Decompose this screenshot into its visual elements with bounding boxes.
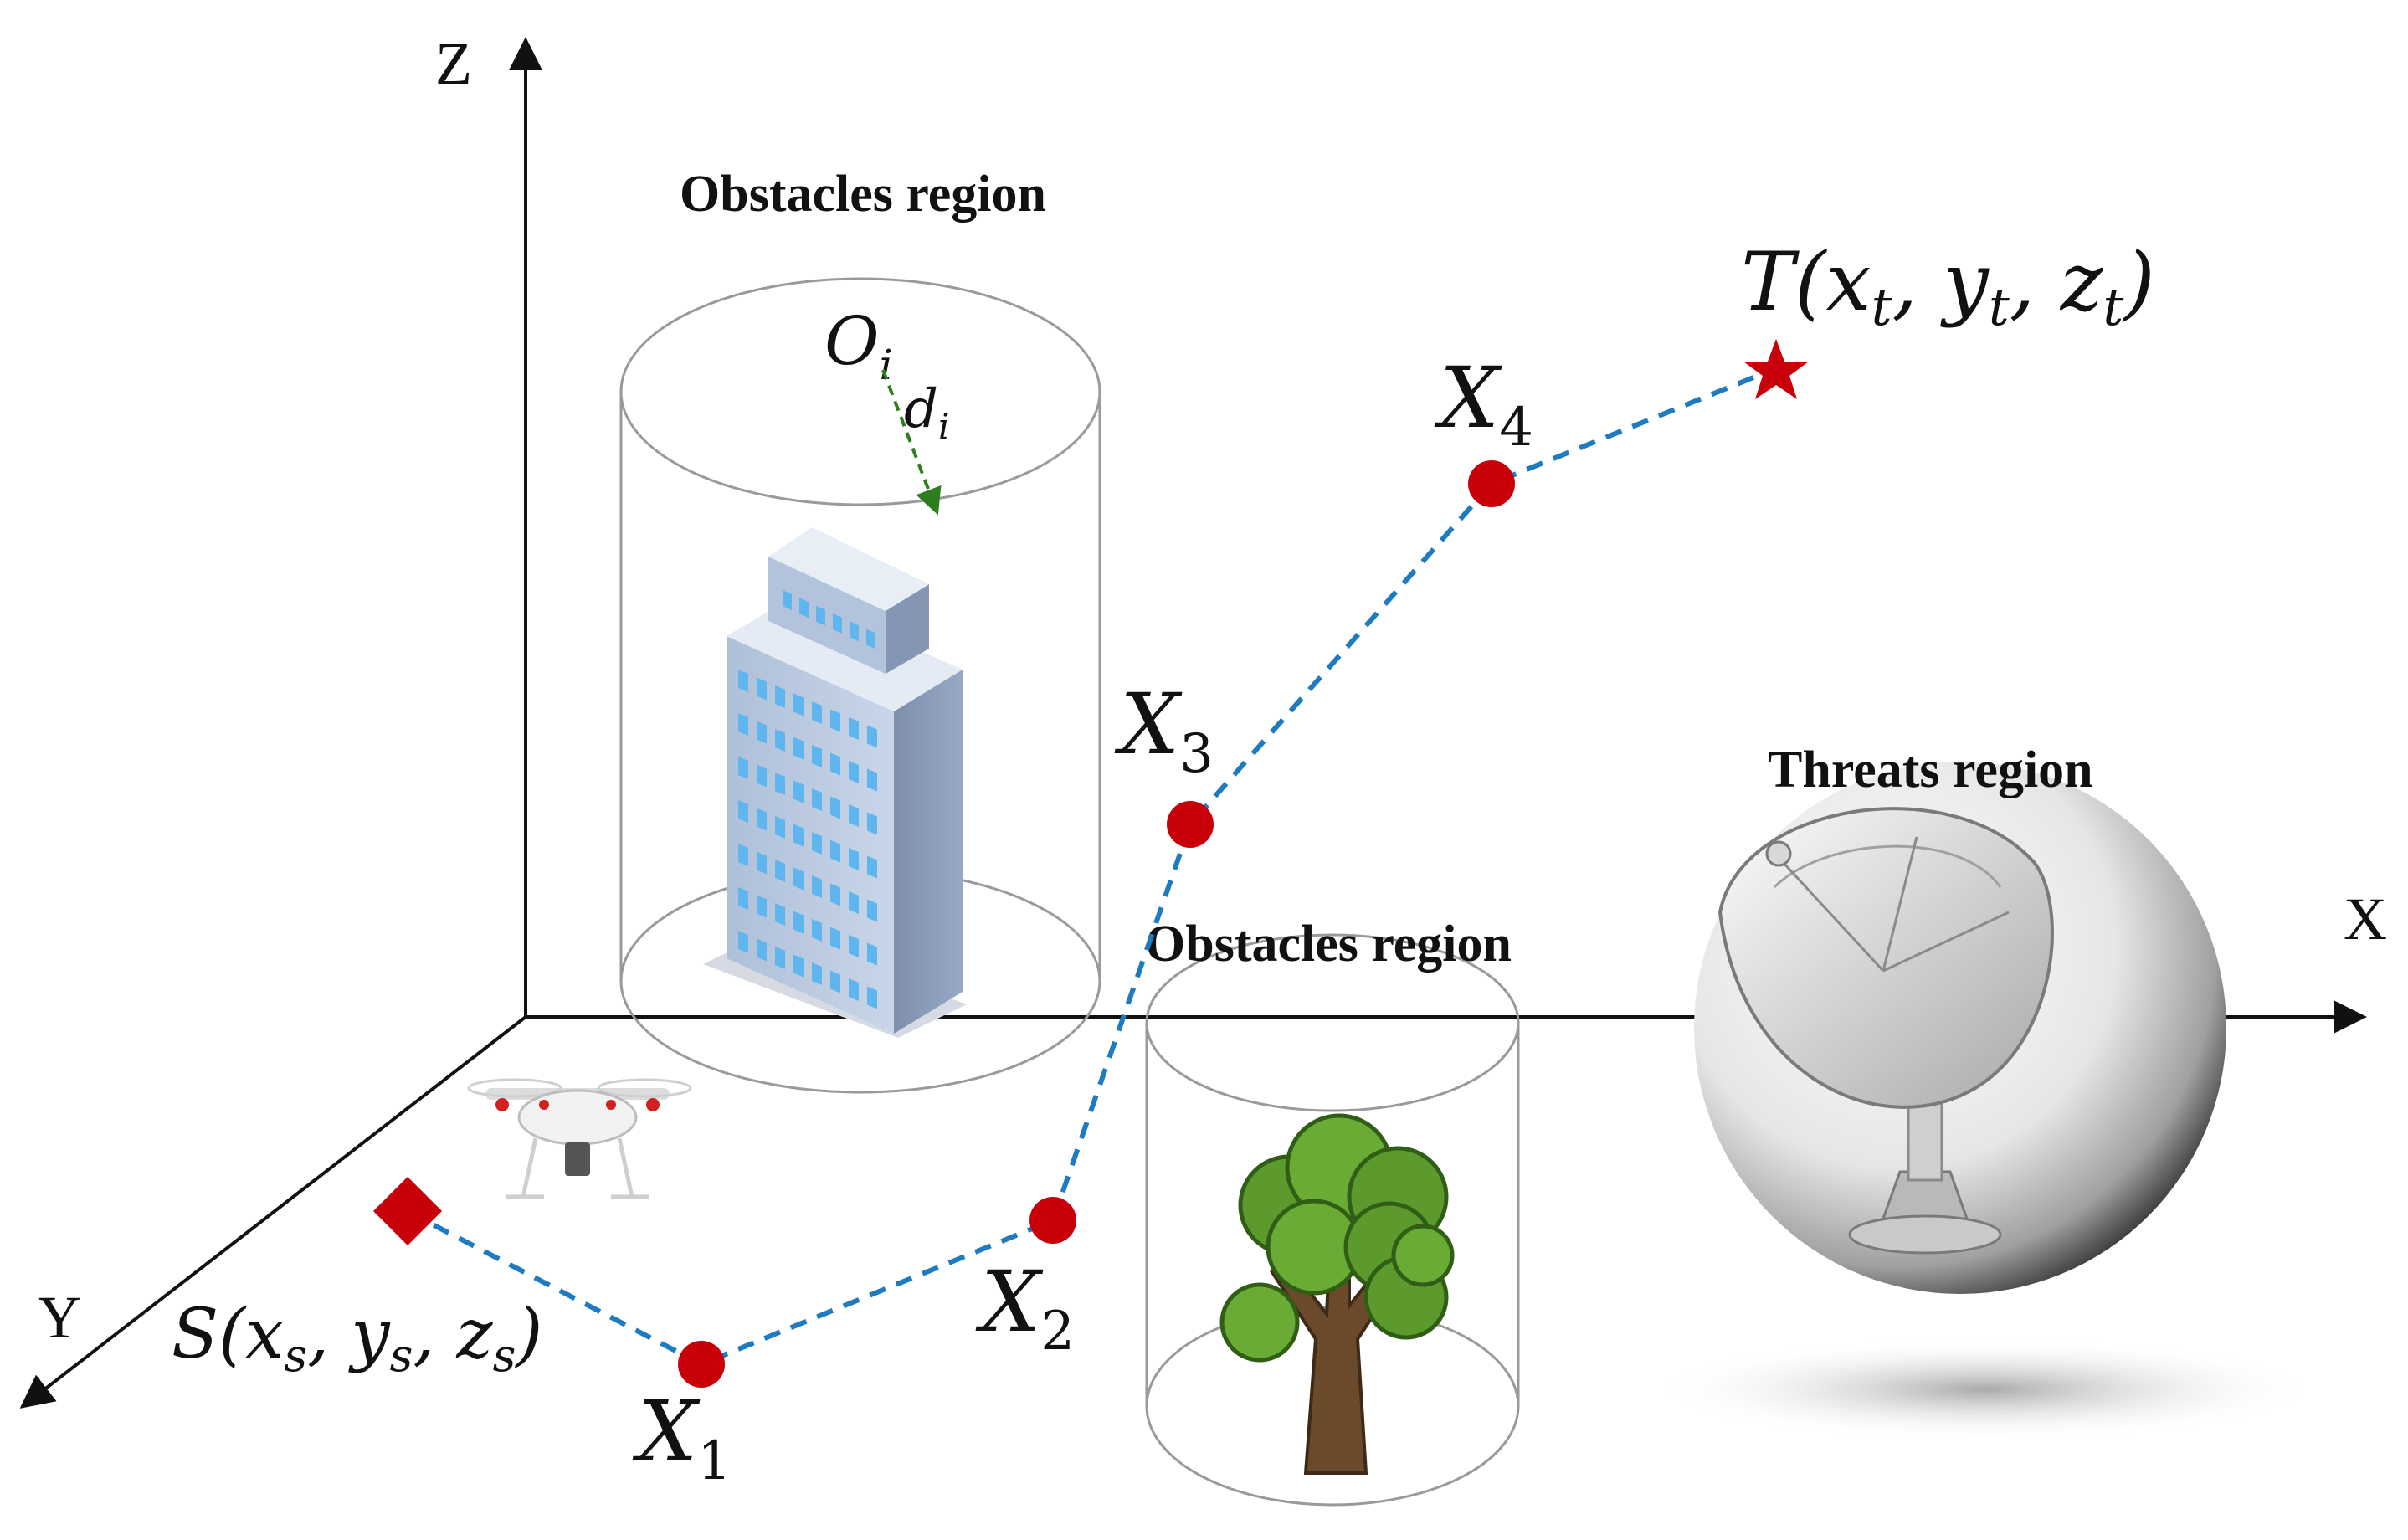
obstacle-region-lower-title: Obstacles region	[1145, 916, 1512, 973]
building-window	[738, 844, 748, 866]
building-window	[775, 903, 785, 926]
obstacle-radius-label: di	[904, 378, 949, 447]
building-window	[849, 761, 859, 783]
waypoint-label-x4: X4	[1434, 349, 1533, 459]
building-window	[849, 935, 859, 957]
building-window	[738, 757, 748, 779]
building-window	[793, 693, 804, 716]
building-window	[793, 824, 804, 847]
building-window	[867, 855, 877, 879]
building-window	[867, 725, 877, 748]
building-window	[830, 970, 840, 993]
threat-region-title: Threats region	[1768, 742, 2093, 798]
x-axis-label: X	[2344, 886, 2387, 952]
building-window	[830, 883, 840, 906]
building-window	[793, 954, 804, 978]
waypoint-label-x1: X1	[632, 1383, 732, 1492]
building-window	[867, 986, 877, 1009]
waypoint-x2	[1029, 1197, 1076, 1244]
building-window	[775, 729, 785, 752]
building-window	[799, 598, 809, 619]
building-window	[867, 899, 877, 922]
building-window	[849, 891, 859, 914]
building-window	[812, 963, 822, 985]
threat-shadow	[1651, 1337, 2320, 1441]
y-axis	[19, 1015, 527, 1409]
waypoint-label-x3: X3	[1114, 675, 1214, 785]
building-window	[816, 605, 825, 626]
path-line	[407, 366, 1778, 1368]
building-window	[793, 911, 804, 934]
drone-icon	[467, 1078, 692, 1199]
building-window	[757, 721, 767, 744]
building-window	[757, 938, 767, 962]
building-window	[793, 780, 804, 803]
building-window	[866, 629, 875, 649]
building-window	[867, 942, 877, 966]
building-window	[757, 851, 767, 875]
building-window	[867, 812, 877, 835]
building-window	[783, 590, 792, 610]
building-window	[849, 717, 859, 740]
building-window	[830, 839, 840, 863]
building-window	[812, 919, 822, 942]
building-window	[775, 685, 785, 708]
building-window	[830, 796, 840, 819]
building-window	[830, 927, 840, 950]
building-window	[738, 800, 748, 823]
target-label: T(xt, yt, zt)	[1741, 235, 2155, 337]
building-window	[812, 788, 822, 811]
waypoint-x4	[1468, 460, 1515, 507]
building-window	[833, 613, 842, 634]
obstacle-radius-arrow	[881, 369, 942, 516]
building-window	[738, 670, 748, 692]
building-window	[738, 713, 748, 736]
building-window	[830, 752, 840, 776]
building-window	[849, 804, 859, 827]
building-window	[775, 816, 785, 839]
y-axis-label: Y	[38, 1284, 81, 1351]
building-window	[775, 947, 785, 969]
waypoint-x1	[678, 1341, 725, 1388]
z-axis-label: Z	[435, 30, 472, 97]
obstacle-cylinder-lower	[1145, 933, 1520, 1507]
building-window	[812, 701, 822, 724]
start-label: S(xs, ys, zs)	[172, 1295, 542, 1382]
building-windows	[738, 590, 877, 1009]
start-marker	[372, 1176, 443, 1246]
building-window	[850, 621, 859, 642]
building-window	[757, 808, 767, 831]
building-window	[757, 895, 767, 918]
building-window	[812, 832, 822, 855]
building-window	[793, 867, 804, 891]
building-window	[738, 887, 748, 910]
building-window	[775, 860, 785, 882]
radar-dish-icon	[1717, 807, 2054, 1255]
obstacle-cylinder-upper: Oi di	[619, 277, 1101, 1094]
building-window	[757, 677, 767, 701]
waypoint-label-x2: X2	[975, 1253, 1075, 1363]
building-window	[775, 773, 785, 795]
building-window	[812, 875, 822, 898]
building-window	[738, 931, 748, 953]
obstacle-region-upper-title: Obstacles region	[680, 166, 1046, 223]
building-window	[793, 737, 804, 760]
flight-path	[372, 339, 1809, 1388]
building-window	[867, 768, 877, 792]
waypoint-x3	[1167, 801, 1214, 848]
building-window	[830, 709, 840, 732]
building-window	[849, 848, 859, 870]
building-window	[849, 978, 859, 1001]
target-star	[1743, 339, 1809, 399]
building-window	[812, 745, 822, 767]
threat-region	[1651, 762, 2320, 1441]
building-icon	[703, 527, 967, 1038]
tree-icon	[1219, 1113, 1455, 1475]
building-window	[757, 764, 767, 788]
obstacle-center-label: Oi	[824, 302, 893, 389]
